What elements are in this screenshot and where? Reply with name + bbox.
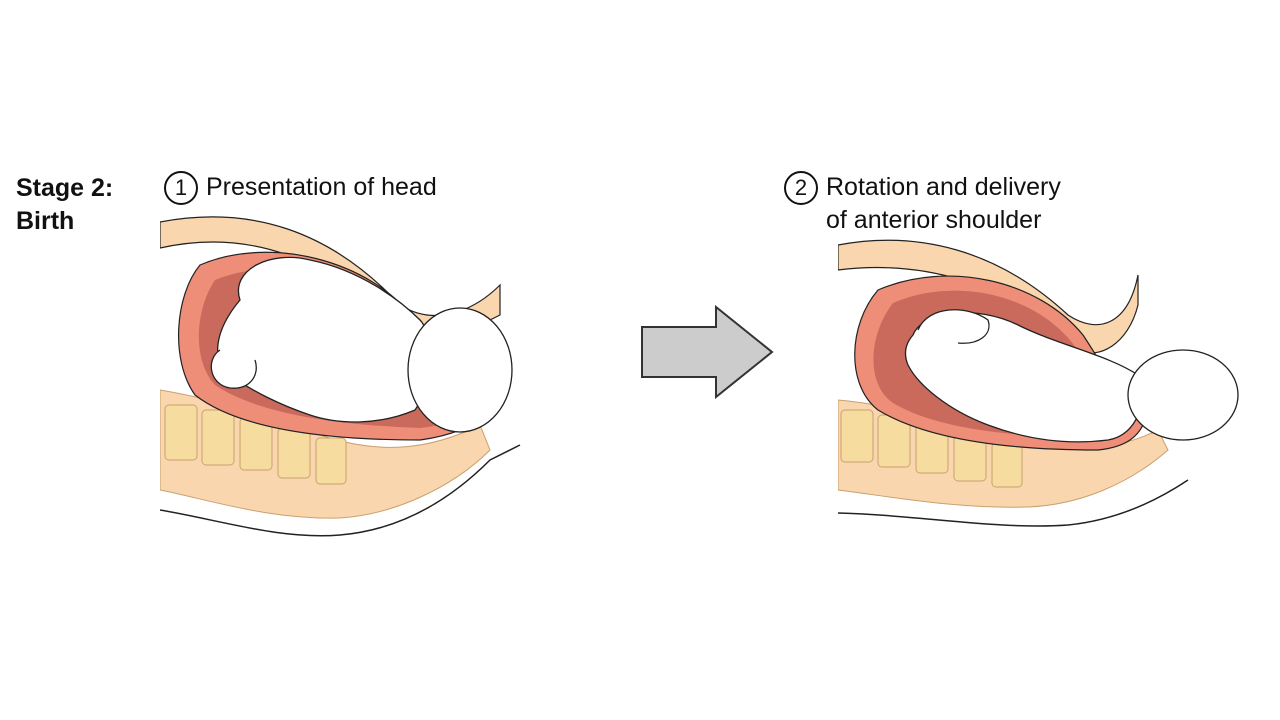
step-2-number-badge: 2 — [784, 171, 818, 205]
baby — [210, 256, 513, 433]
stage-title-line-2: Birth — [16, 207, 75, 235]
step-2-caption: Rotation and delivery of anterior should… — [826, 171, 1061, 237]
step-2-caption-line-2: of anterior shoulder — [826, 206, 1042, 234]
stage-title-line-1: Stage 2: — [16, 174, 114, 202]
step-1-caption: Presentation of head — [206, 171, 437, 204]
back-outline — [838, 479, 1189, 527]
step-1-label: 1 Presentation of head — [164, 171, 437, 205]
step-2-label: 2 Rotation and delivery of anterior shou… — [784, 171, 1061, 237]
vertebrae — [840, 409, 1023, 488]
back-outline — [160, 444, 521, 537]
step-2-caption-line-1: Rotation and delivery — [826, 173, 1061, 201]
progression-arrow-icon — [641, 305, 774, 399]
illustration-rotation-and-delivery — [838, 239, 1239, 527]
stage-title: Stage 2: Birth — [16, 172, 113, 238]
illustration-presentation-of-head — [160, 216, 521, 537]
baby — [904, 309, 1239, 443]
step-1-caption-line-1: Presentation of head — [206, 173, 437, 201]
vertebrae — [164, 404, 347, 485]
step-1-number-badge: 1 — [164, 171, 198, 205]
